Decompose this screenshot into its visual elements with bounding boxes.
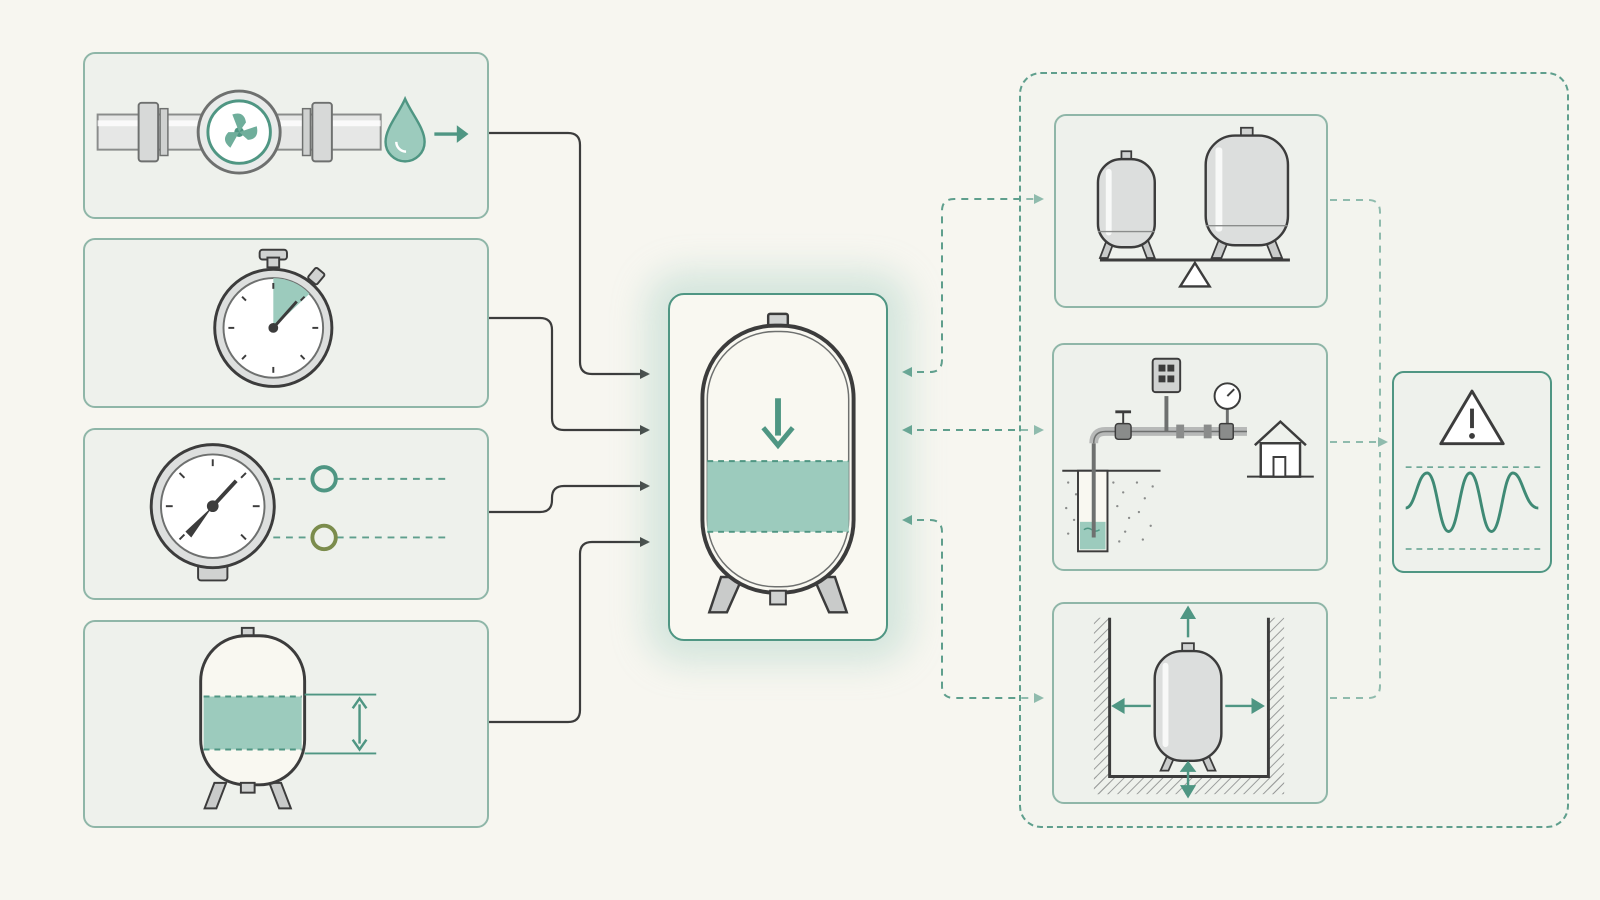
well-icon bbox=[1062, 443, 1161, 553]
connector-pressure bbox=[489, 481, 650, 514]
double-arrow-icon bbox=[304, 693, 377, 755]
house-icon bbox=[1246, 419, 1314, 478]
pressure-gauge-icon bbox=[149, 443, 276, 582]
expansion-tank-icon bbox=[700, 312, 856, 614]
warning-icon bbox=[1439, 389, 1505, 446]
flow-meter-icon bbox=[196, 89, 282, 175]
tank-comparison-panel bbox=[1054, 114, 1328, 308]
flow-rate-panel bbox=[83, 52, 489, 219]
pressure-switch-icon bbox=[1151, 357, 1182, 432]
down-arrow-icon bbox=[761, 398, 795, 450]
tank-icon bbox=[1153, 642, 1223, 772]
setpoint-marker-icon bbox=[273, 465, 452, 552]
cycle-time-panel bbox=[83, 238, 489, 408]
arrow-right-icon bbox=[434, 125, 469, 143]
pipe-run bbox=[1089, 410, 1247, 444]
central-tank-card bbox=[668, 293, 888, 641]
pressure-panel bbox=[83, 428, 489, 600]
drawdown-panel bbox=[83, 620, 489, 828]
outcome-panel bbox=[1392, 371, 1552, 573]
large-tank-icon bbox=[1204, 126, 1290, 259]
connector-drawdown bbox=[489, 537, 650, 724]
installation-space-panel bbox=[1052, 602, 1328, 804]
stopwatch-icon bbox=[213, 248, 334, 388]
pressure-gauge-icon bbox=[1213, 382, 1242, 441]
system-layout-panel bbox=[1052, 343, 1328, 571]
pressure-wave-icon bbox=[1405, 466, 1541, 550]
clearance-arrows-icon bbox=[1111, 605, 1265, 799]
balance-scale-icon bbox=[1099, 258, 1290, 288]
connector-cycle-time bbox=[489, 316, 650, 435]
connector-flow bbox=[489, 131, 650, 379]
tank-icon bbox=[199, 626, 307, 810]
small-tank-icon bbox=[1096, 150, 1157, 259]
water-drop-icon bbox=[384, 95, 426, 163]
